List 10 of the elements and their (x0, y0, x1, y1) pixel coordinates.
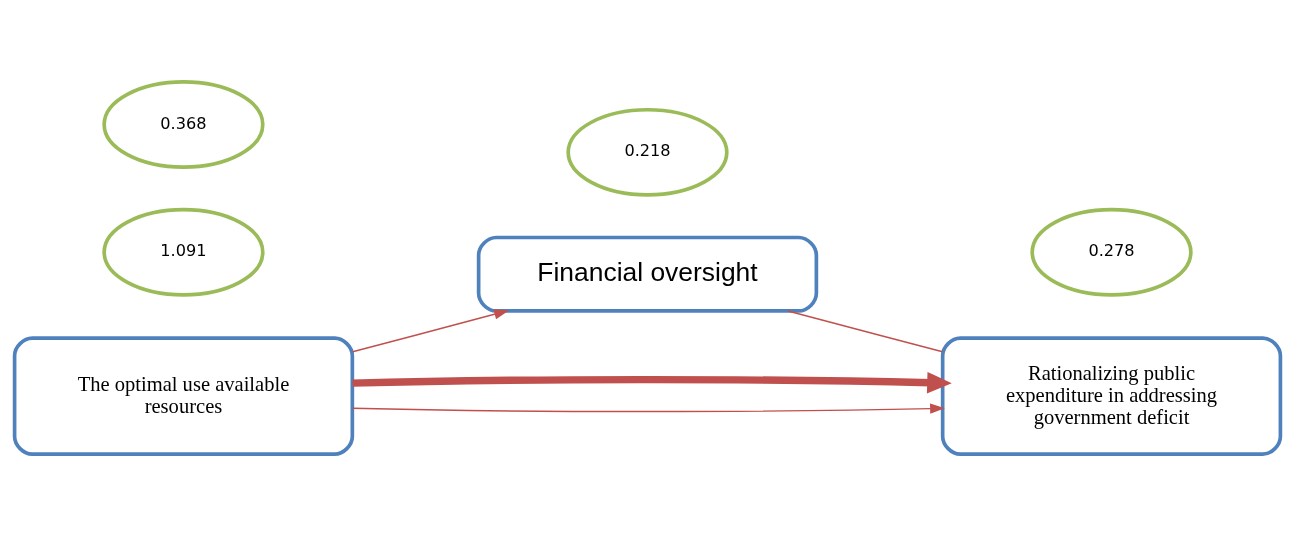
node-ellipse: 0.278 (1030, 207, 1193, 297)
node-box: Rationalizing public expenditure in addressing government deficit (940, 336, 1283, 456)
node-ellipse: 0.218 (566, 107, 729, 197)
connector (787, 310, 944, 353)
node-ellipse: 1.091 (102, 207, 265, 297)
arrow (351, 309, 509, 353)
node-box: Financial oversight (476, 235, 819, 313)
arrow (351, 403, 945, 414)
node-ellipse: 0.368 (102, 80, 265, 169)
node-box: The optimal use available resources (12, 336, 355, 456)
